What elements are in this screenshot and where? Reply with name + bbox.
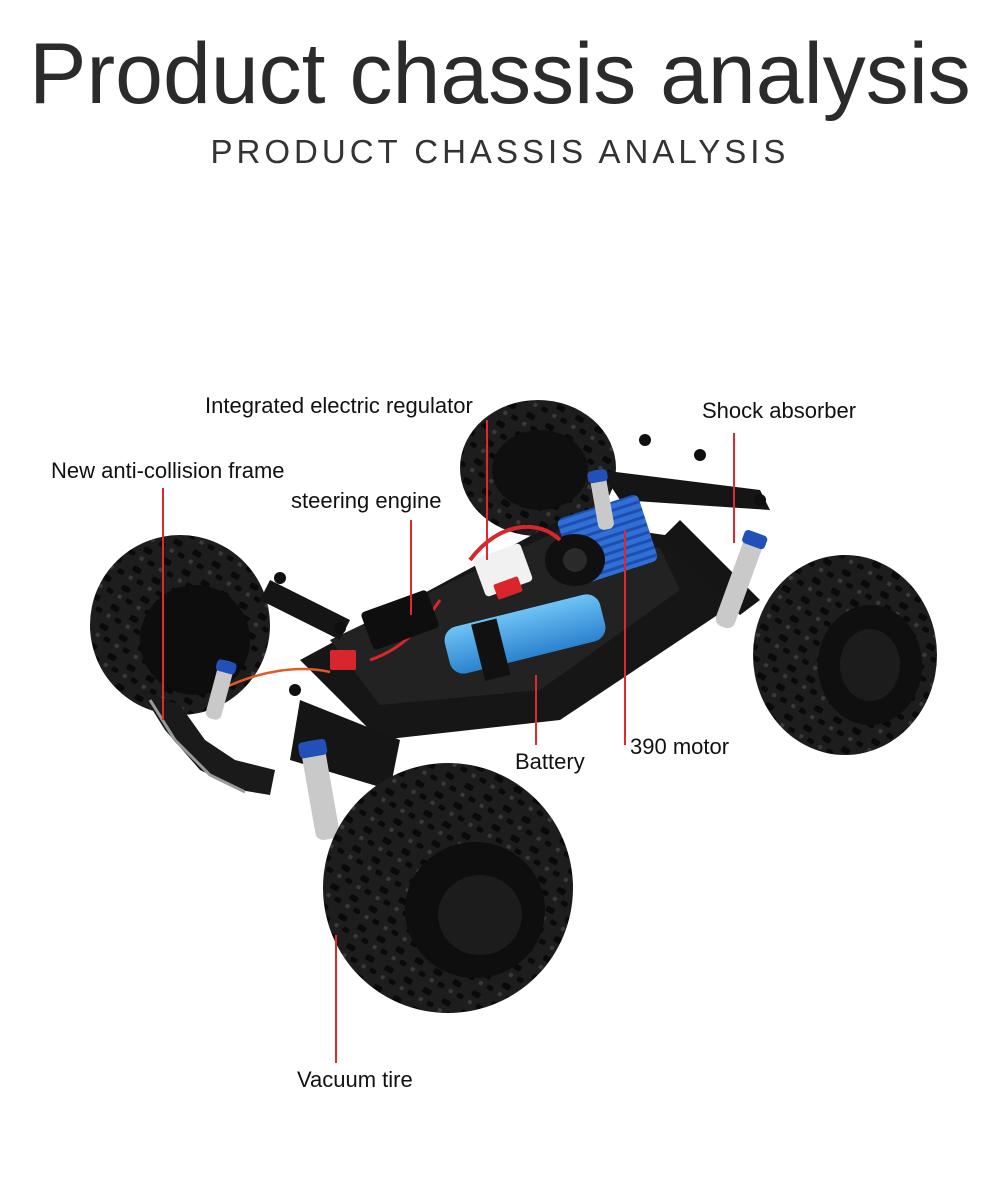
leader-motor — [624, 530, 626, 745]
label-integrated-electric-regulator: Integrated electric regulator — [205, 393, 473, 418]
label-390-motor: 390 motor — [630, 734, 730, 759]
label-steering-engine: steering engine — [291, 488, 442, 513]
page-subtitle: PRODUCT CHASSIS ANALYSIS — [210, 133, 790, 170]
label-new-anti-collision-frame: New anti-collision frame — [51, 458, 285, 483]
rear-right-tire — [753, 555, 937, 755]
leader-battery — [535, 675, 537, 745]
label-vacuum-tire: Vacuum tire — [297, 1067, 413, 1092]
regulator-wires — [219, 525, 562, 692]
front-right-tire — [323, 763, 573, 1013]
page-title: Product chassis analysis — [29, 26, 971, 122]
label-shock-absorber: Shock absorber — [702, 398, 857, 423]
label-battery: Battery — [515, 749, 585, 774]
steering-servo — [361, 590, 439, 650]
shock-absorbers — [205, 469, 768, 841]
leader-regulator — [486, 420, 488, 560]
leader-frame — [162, 488, 164, 720]
motor — [545, 494, 658, 586]
front-left-tire — [90, 535, 270, 715]
battery-pack — [444, 594, 606, 682]
leader-steering — [410, 520, 412, 615]
rear-left-tire — [460, 400, 616, 536]
leader-shock — [733, 433, 735, 543]
leader-tire — [335, 935, 337, 1063]
